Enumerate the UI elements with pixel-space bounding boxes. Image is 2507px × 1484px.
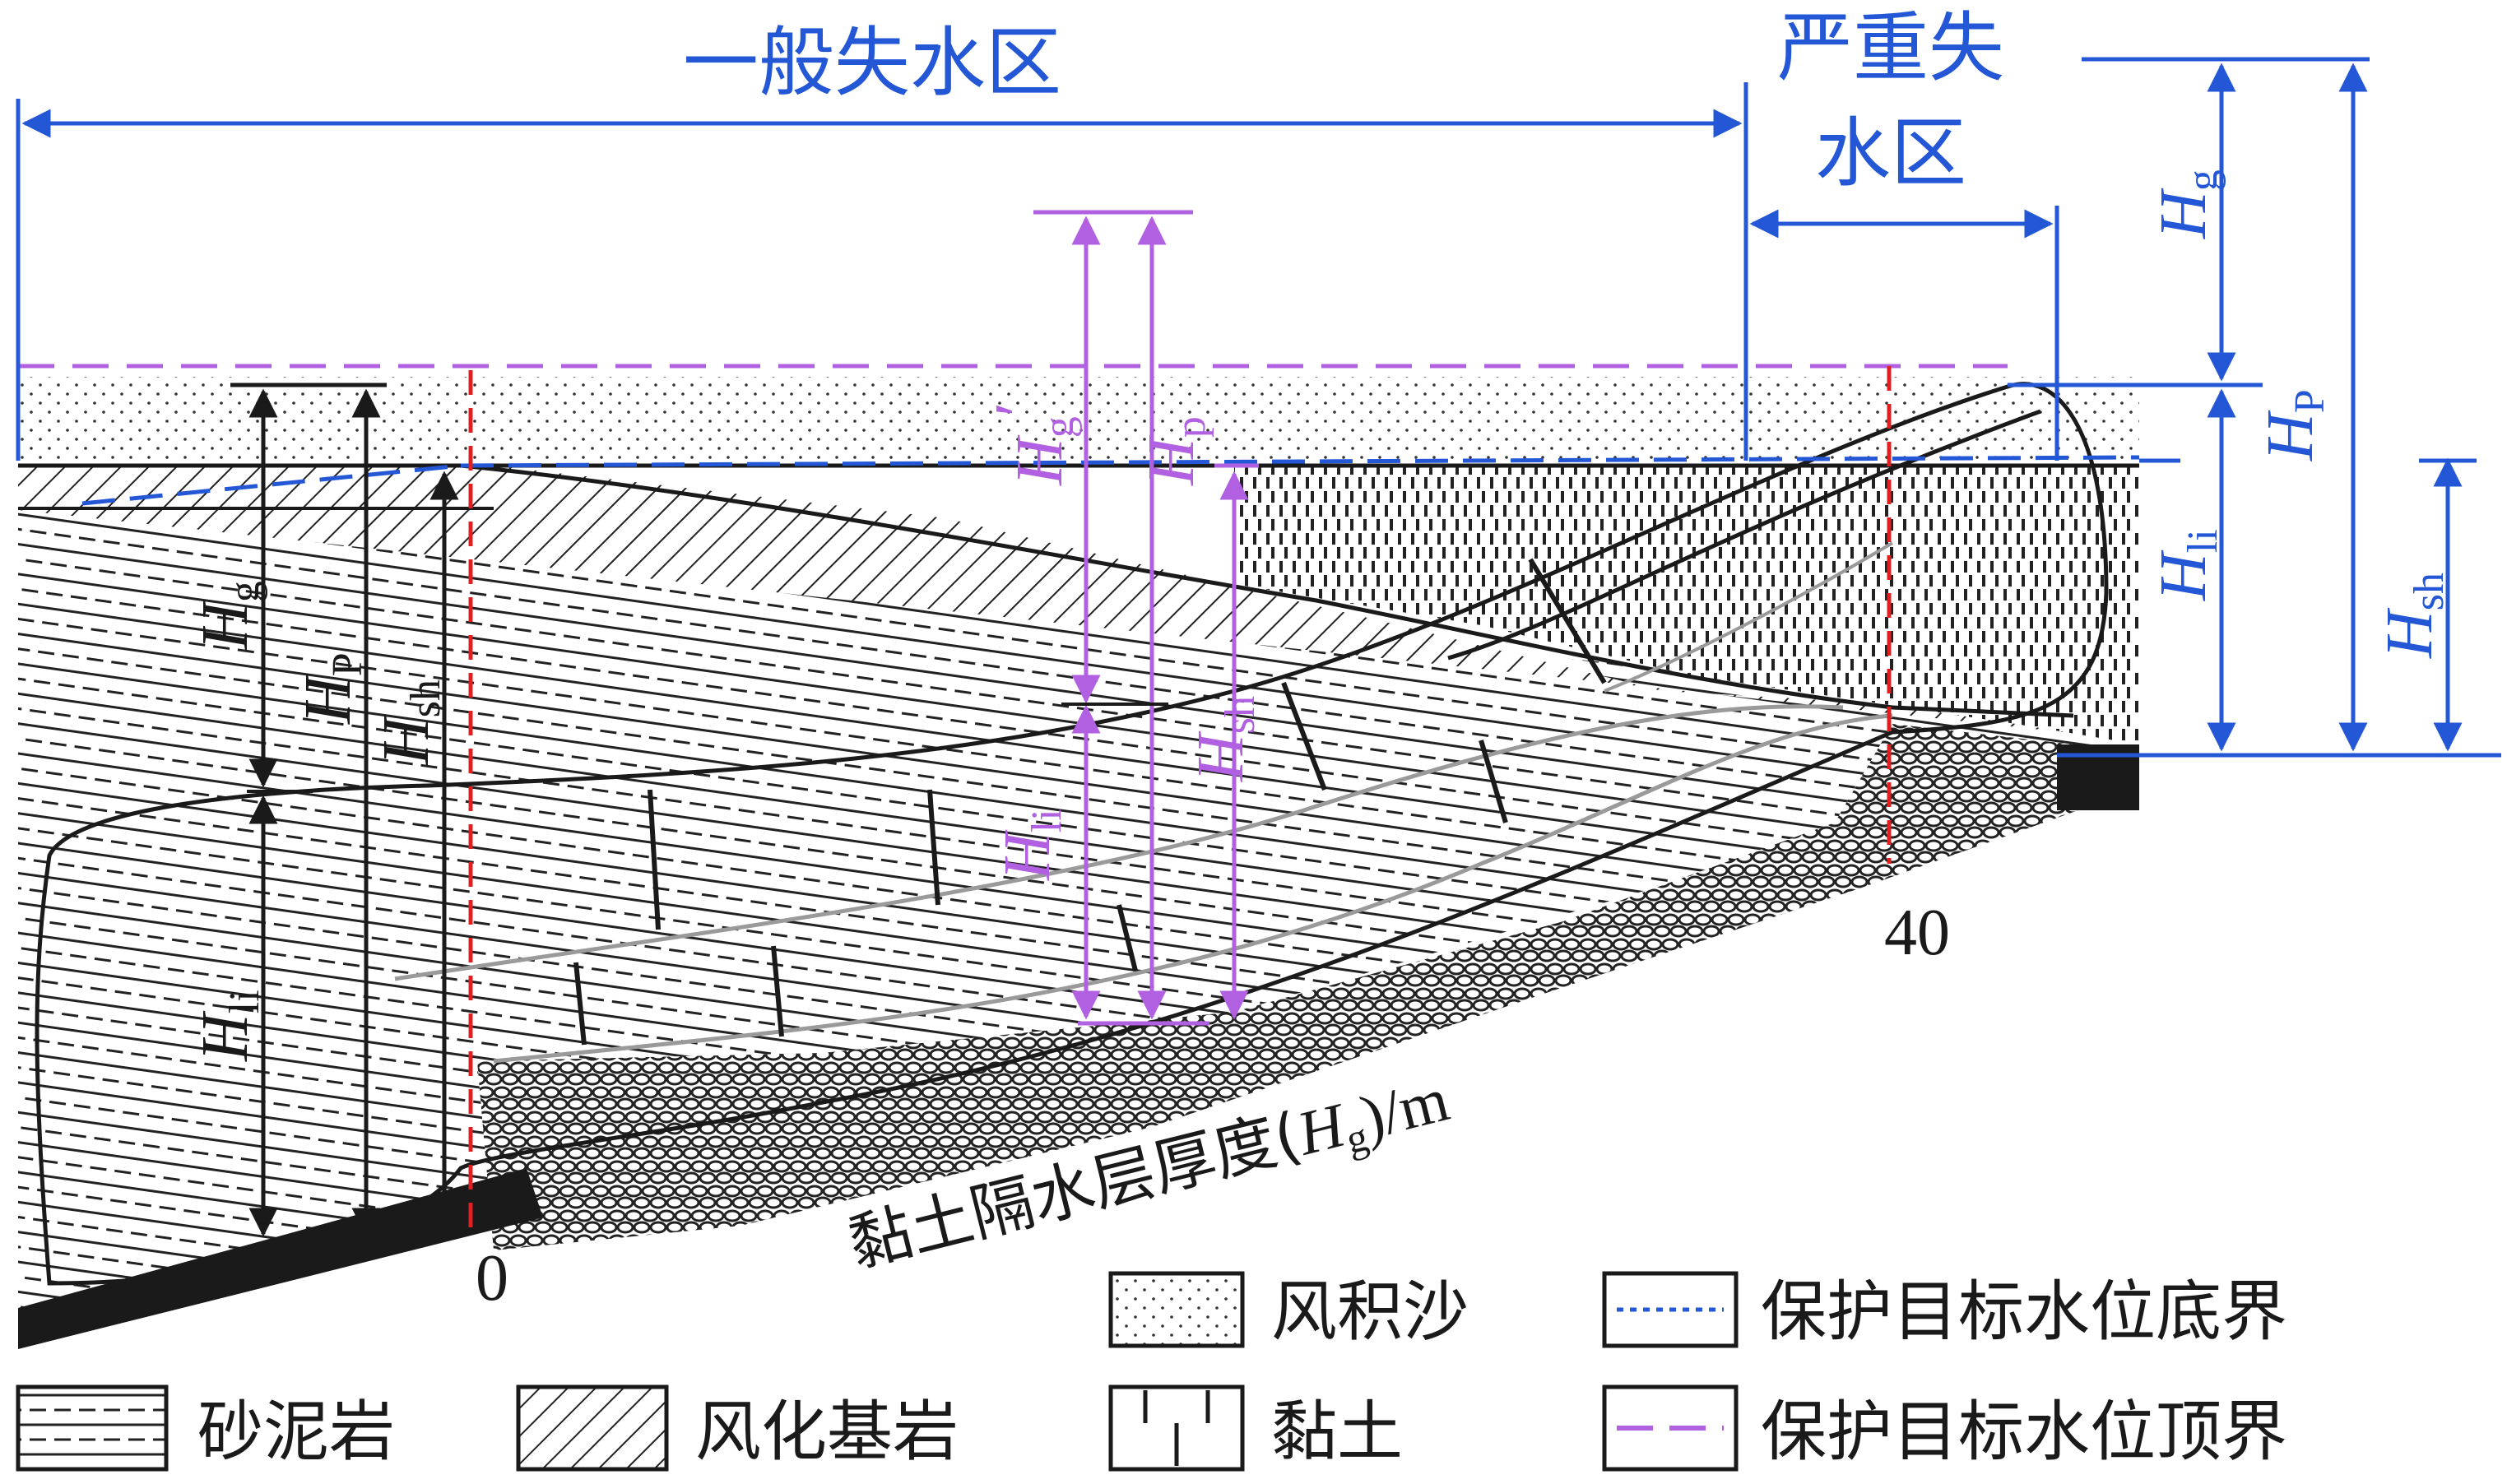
coal-seam-left <box>18 1168 543 1349</box>
center-var-labels: Hg′ Hp Hli Hsh <box>982 402 1264 881</box>
clay-layer <box>1234 466 2139 744</box>
svg-text:黏土: 黏土 <box>1271 1394 1403 1470</box>
legend-item-bottom-boundary: 保护目标水位底界 <box>1602 1271 2287 1350</box>
label-hsh-right: Hsh <box>2374 573 2453 659</box>
label-hli-right: Hli <box>2147 529 2226 601</box>
gravel-band <box>477 724 2090 1250</box>
svg-text:保护目标水位顶界: 保护目标水位顶界 <box>1761 1394 2287 1470</box>
legend-item-top-boundary: 保护目标水位顶界 <box>1602 1384 2287 1472</box>
legend-item-weathered: 风化基岩 <box>516 1384 959 1472</box>
severe-loss-zone-label-1: 严重失 <box>1777 4 2004 92</box>
label-hli-left: Hli <box>189 990 268 1062</box>
right-var-labels: Hg HP Hli Hsh <box>2147 169 2453 659</box>
label-hp-right: HP <box>2254 389 2333 461</box>
zone-labels: 一般失水区 严重失 水区 <box>683 4 2004 197</box>
legend: 风积沙 保护目标水位底界 砂泥岩 风化基岩 黏土 <box>16 1271 2287 1472</box>
label-hg-prime-center: Hg′ <box>982 402 1083 486</box>
svg-text:砂泥岩: 砂泥岩 <box>197 1394 395 1470</box>
label-hsh-center: Hsh <box>1185 696 1264 782</box>
label-hli-center: Hli <box>991 809 1070 881</box>
left-var-labels: Hg HP Hsh Hli <box>189 581 449 1062</box>
label-hp-left: HP <box>292 652 371 725</box>
svg-text:保护目标水位底界: 保护目标水位底界 <box>1761 1273 2287 1350</box>
axis-tick-0: 0 <box>476 1242 508 1315</box>
legend-item-clay: 黏土 <box>1108 1384 1403 1472</box>
zone-dimensions <box>16 57 2501 758</box>
left-dimensions <box>230 383 459 1237</box>
label-hsh-left: Hsh <box>370 679 449 766</box>
general-loss-zone-label: 一般失水区 <box>683 19 1061 107</box>
svg-text:风积沙: 风积沙 <box>1271 1273 1469 1350</box>
water-level-lines <box>18 364 2140 1234</box>
legend-item-sand: 风积沙 <box>1108 1271 1469 1350</box>
center-dimensions <box>1033 210 1259 1026</box>
label-hp-center: Hp <box>1135 416 1214 486</box>
severe-loss-zone-label-2: 水区 <box>1815 109 1966 197</box>
axis-tick-40: 40 <box>1884 897 1950 969</box>
svg-text:风化基岩: 风化基岩 <box>695 1394 959 1470</box>
label-hg-left: Hg <box>189 581 268 651</box>
legend-item-mudstone: 砂泥岩 <box>16 1384 395 1472</box>
label-hg-right: Hg <box>2147 169 2226 239</box>
